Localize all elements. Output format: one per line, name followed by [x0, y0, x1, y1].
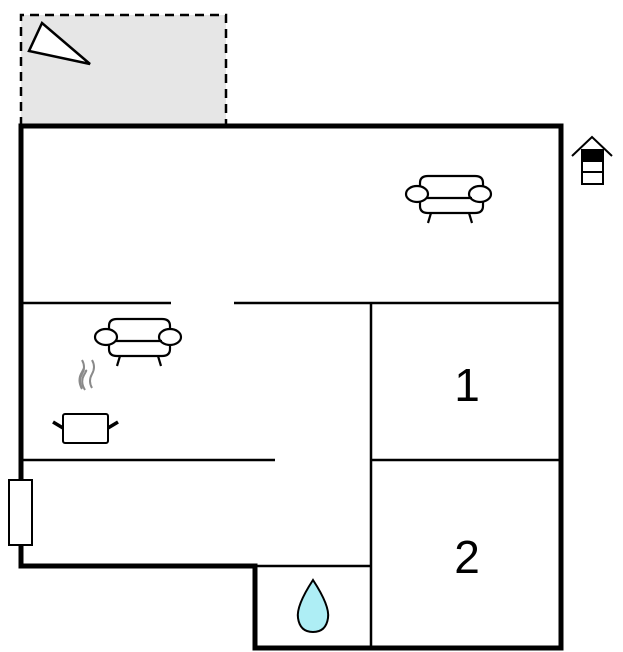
sofa-icon [404, 174, 493, 224]
cooking-pot-icon [52, 359, 119, 444]
room-label-bedroom-1: 1 [454, 359, 480, 411]
room-label-bedroom-2: 2 [454, 531, 480, 583]
outer-walls [18, 123, 564, 651]
terrace-area [19, 13, 228, 126]
terrace-dashed-border [19, 13, 228, 126]
exterior-wall [18, 123, 564, 651]
interior-walls [23, 301, 559, 646]
sofa-icon [93, 317, 183, 367]
water-drop-icon [296, 578, 330, 634]
window-icon [8, 479, 33, 546]
terrace-triangle-icon [27, 20, 91, 66]
floor-level-icon [571, 135, 613, 185]
